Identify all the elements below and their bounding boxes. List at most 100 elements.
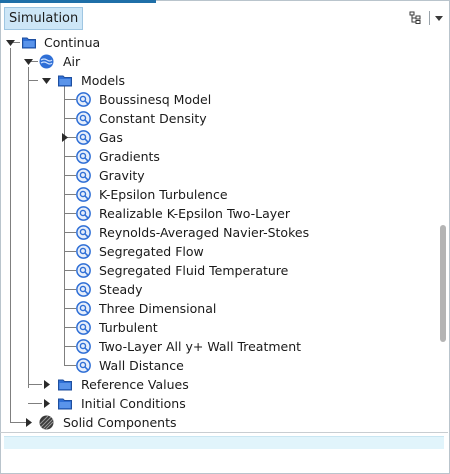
tree-connector (28, 403, 42, 404)
model-node-icon (76, 92, 91, 107)
model-node-icon (76, 301, 91, 316)
expanded-arrow-icon[interactable] (41, 75, 52, 86)
tree-connector (28, 384, 42, 385)
tree-label: Segregated Fluid Temperature (99, 263, 289, 278)
tree-node-model-item[interactable]: Two-Layer All y+ Wall Treatment (0, 337, 430, 356)
tree-connector (64, 346, 76, 347)
tree-label: Boussinesq Model (99, 92, 212, 107)
tree-node-model-item[interactable]: Gravity (0, 166, 430, 185)
tree-node-model-item[interactable]: Boussinesq Model (0, 90, 430, 109)
tree-connector (64, 137, 76, 138)
tree-connector (64, 118, 76, 119)
tree-connector (64, 365, 76, 366)
tree-label: K-Epsilon Turbulence (99, 187, 228, 202)
model-node-icon (76, 168, 91, 183)
simulation-tab[interactable]: Simulation (4, 7, 84, 30)
tree-connector (64, 213, 76, 214)
tree-node-model-item[interactable]: Segregated Fluid Temperature (0, 261, 430, 280)
tree-label: Constant Density (99, 111, 207, 126)
expanded-arrow-icon[interactable] (5, 37, 16, 48)
tree-connector (64, 86, 65, 365)
tree-node-continua[interactable]: Continua (0, 33, 430, 52)
tree-label: Reynolds-Averaged Navier-Stokes (99, 225, 310, 240)
tree-label: Segregated Flow (99, 244, 204, 259)
model-node-icon (76, 187, 91, 202)
tree-connector (64, 270, 76, 271)
tree-label: Continua (44, 35, 101, 50)
tree-node-model-item[interactable]: K-Epsilon Turbulence (0, 185, 430, 204)
tree-label: Steady (99, 282, 143, 297)
fluid-continuum-icon (39, 54, 54, 69)
tree-node-model-item[interactable]: Constant Density (0, 109, 430, 128)
folder-icon (58, 75, 72, 87)
tree-label: Initial Conditions (81, 396, 186, 411)
model-node-icon (76, 149, 91, 164)
tree-node-model-item[interactable]: Wall Distance (0, 356, 430, 375)
tree-label: Models (81, 73, 126, 88)
tree-connector (64, 175, 76, 176)
model-node-icon (76, 320, 91, 335)
tree-label: Gradients (99, 149, 160, 164)
tree-node-models[interactable]: Models (0, 71, 430, 90)
collapsed-arrow-icon[interactable] (41, 398, 52, 409)
tree-node-model-item[interactable]: Gas (0, 128, 430, 147)
tree-label: Realizable K-Epsilon Two-Layer (99, 206, 290, 221)
tree-connector (64, 232, 76, 233)
model-node-icon (76, 282, 91, 297)
tree-node-model-item[interactable]: Segregated Flow (0, 242, 430, 261)
tree-connector (28, 67, 29, 388)
tree-node-model-item[interactable]: Steady (0, 280, 430, 299)
tree-connector (10, 42, 20, 43)
collapsed-arrow-icon[interactable] (41, 379, 52, 390)
collapsed-arrow-icon[interactable] (23, 417, 34, 428)
tree-node-air[interactable]: Air (0, 52, 430, 71)
scrollbar-thumb[interactable] (440, 225, 446, 342)
folder-icon (58, 379, 72, 391)
tree-connector (64, 251, 76, 252)
tree-label: Gas (99, 130, 123, 145)
tree-connector (64, 99, 76, 100)
dropdown-arrow-icon[interactable] (432, 9, 446, 27)
active-tab-indicator (0, 0, 156, 3)
tree-node-model-item[interactable]: Realizable K-Epsilon Two-Layer (0, 204, 430, 223)
model-node-icon (76, 225, 91, 240)
properties-area[interactable] (4, 436, 444, 449)
tree-label: Reference Values (81, 377, 189, 392)
tree-label: Three Dimensional (99, 301, 217, 316)
tree-connector (64, 327, 76, 328)
panel-header: Simulation (0, 3, 448, 32)
model-node-icon (76, 206, 91, 221)
solid-continuum-icon (39, 415, 54, 430)
tree-connector (64, 308, 76, 309)
folder-icon (58, 398, 72, 410)
model-node-icon (76, 111, 91, 126)
model-node-icon (76, 130, 91, 145)
model-node-icon (76, 244, 91, 259)
tree-node-model-item[interactable]: Three Dimensional (0, 299, 430, 318)
expanded-arrow-icon[interactable] (23, 56, 34, 67)
tree-connector (10, 48, 11, 422)
tree-connector (64, 289, 76, 290)
tree-connector (28, 61, 38, 62)
panel-divider (0, 432, 448, 433)
model-node-icon (76, 358, 91, 373)
tree-node-initial-conditions[interactable]: Initial Conditions (0, 394, 430, 413)
tree-connector (28, 80, 38, 81)
tree-label: Two-Layer All y+ Wall Treatment (99, 339, 302, 354)
tree-connector (64, 194, 76, 195)
tree-node-model-item[interactable]: Reynolds-Averaged Navier-Stokes (0, 223, 430, 242)
collapsed-arrow-icon[interactable] (59, 132, 70, 143)
toolbar-separator (429, 11, 430, 25)
tree-node-model-item[interactable]: Turbulent (0, 318, 430, 337)
model-node-icon (76, 263, 91, 278)
tree-label: Air (63, 54, 81, 69)
tree-node-reference-values[interactable]: Reference Values (0, 375, 430, 394)
tree-label: Solid Components (63, 415, 177, 430)
tree-label: Wall Distance (99, 358, 184, 373)
model-node-icon (76, 339, 91, 354)
tree-node-model-item[interactable]: Gradients (0, 147, 430, 166)
tree-label: Gravity (99, 168, 145, 183)
tree-node-solid-components[interactable]: Solid Components (0, 413, 430, 432)
tree-view-icon[interactable] (407, 9, 425, 27)
